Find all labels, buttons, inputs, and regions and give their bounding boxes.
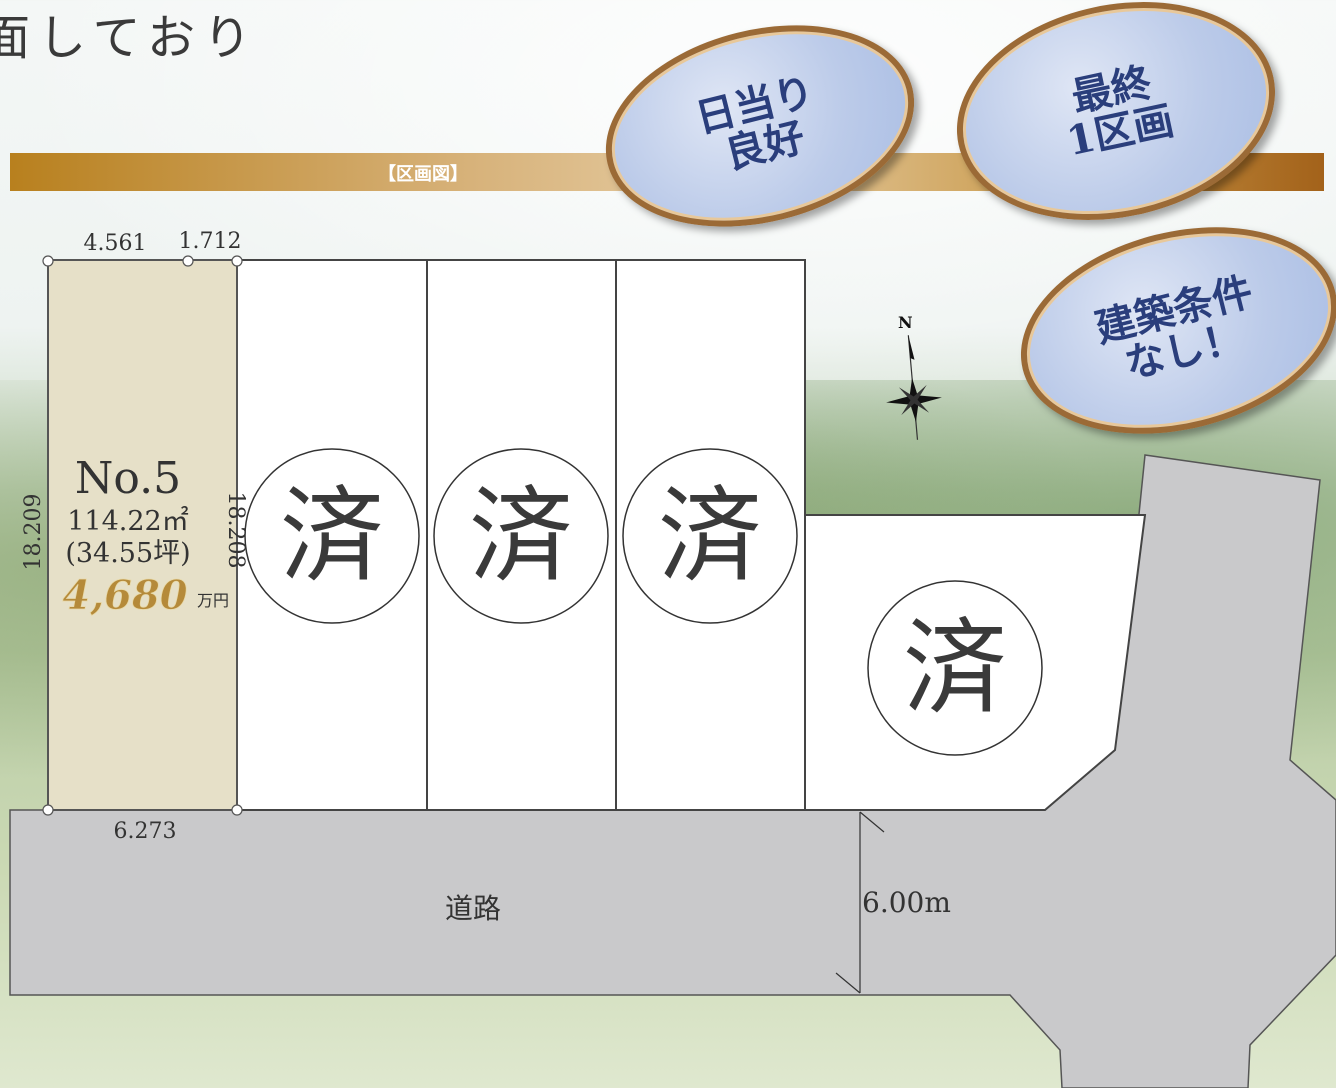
lot-number: No.5 [75, 453, 181, 504]
sold-circle [433, 448, 609, 624]
lot-price-unit: 万円 [197, 591, 229, 610]
banner-title: 【区画図】 [378, 164, 468, 185]
compass-north-label: N [898, 313, 913, 332]
sold-mark: 済 [280, 475, 384, 597]
corner-marker [42, 255, 54, 267]
road-label: 道路 [445, 892, 501, 925]
sold-circle [244, 448, 420, 624]
road-width-tick [859, 811, 885, 833]
dimension-top-left: 4.561 [84, 231, 147, 256]
dimension-top-right: 1.712 [179, 229, 242, 254]
lot-area: 114.22㎡ [67, 506, 188, 537]
sold-mark: 済 [903, 607, 1007, 729]
sold-mark: 済 [469, 475, 573, 597]
lot-5[interactable] [47, 259, 238, 811]
corner-marker [182, 255, 194, 267]
lot-price: 4,680 [62, 572, 187, 619]
road-width-tick [835, 972, 861, 994]
page-headline: 面しており [0, 10, 260, 66]
sold-mark: 済 [658, 475, 762, 597]
compass-icon [886, 335, 942, 440]
corner-marker [231, 804, 243, 816]
road-width-label: 6.00m [862, 886, 951, 919]
sold-circle [867, 580, 1043, 756]
dimension-bottom: 6.273 [114, 819, 177, 844]
sold-circle [622, 448, 798, 624]
lot-tsubo: (34.55坪) [65, 538, 190, 569]
corner-marker [42, 804, 54, 816]
corner-marker [231, 255, 243, 267]
dimension-left-side: 18.209 [21, 494, 46, 571]
dimension-right-side: 18.208 [223, 492, 248, 569]
